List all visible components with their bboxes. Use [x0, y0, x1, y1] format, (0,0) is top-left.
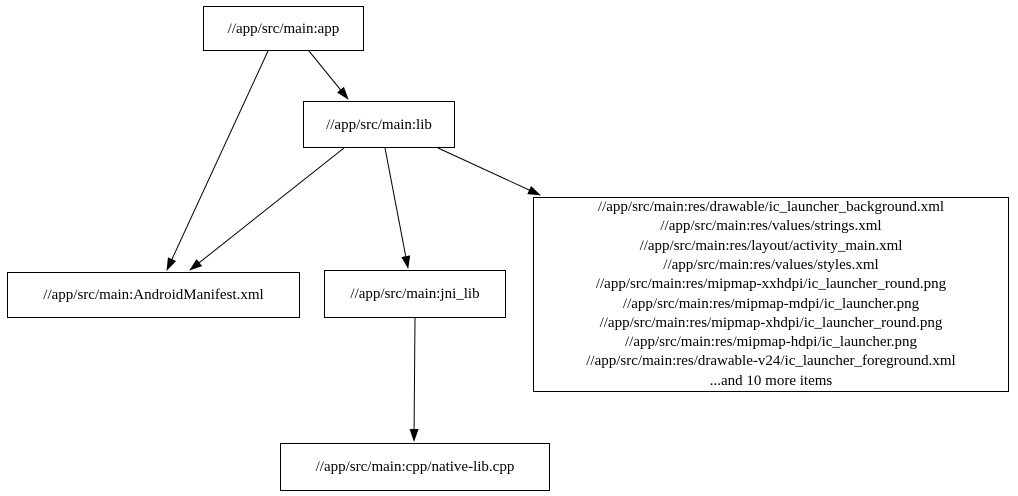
- node-android-manifest: //app/src/main:AndroidManifest.xml: [7, 272, 300, 318]
- edge-app-to-lib: [308, 50, 349, 100]
- res-more-items-note: ...and 10 more items: [709, 372, 833, 389]
- edge-lib-to-jni-lib: [384, 147, 411, 269]
- res-file-item: //app/src/main:res/values/styles.xml: [663, 256, 879, 273]
- node-lib-label: //app/src/main:lib: [326, 116, 432, 133]
- res-file-item: //app/src/main:res/values/strings.xml: [660, 218, 882, 235]
- node-native-lib-cpp: //app/src/main:cpp/native-lib.cpp: [280, 443, 550, 491]
- edge-lib-to-android-manifest: [189, 147, 345, 271]
- res-file-item: //app/src/main:res/mipmap-mdpi/ic_launch…: [622, 295, 920, 312]
- res-file-item: //app/src/main:res/layout/activity_main.…: [639, 237, 903, 254]
- node-app: //app/src/main:app: [203, 6, 364, 51]
- edge-jni-lib-to-native-lib-cpp: [409, 317, 419, 442]
- node-android-manifest-label: //app/src/main:AndroidManifest.xml: [43, 287, 264, 303]
- res-file-item: //app/src/main:res/mipmap-hdpi/ic_launch…: [624, 334, 917, 351]
- node-native-lib-cpp-label: //app/src/main:cpp/native-lib.cpp: [315, 459, 515, 475]
- res-file-item: //app/src/main:res/mipmap-xhdpi/ic_launc…: [599, 314, 943, 331]
- node-res-files: //app/src/main:res/drawable/ic_launcher_…: [533, 197, 1009, 392]
- edge-lib-to-res-group: [437, 147, 541, 196]
- res-file-item: //app/src/main:res/drawable-v24/ic_launc…: [586, 353, 956, 370]
- node-app-label: //app/src/main:app: [227, 20, 340, 37]
- edge-app-to-android-manifest: [166, 50, 269, 271]
- node-lib: //app/src/main:lib: [303, 101, 455, 148]
- res-file-item: //app/src/main:res/drawable/ic_launcher_…: [597, 199, 945, 216]
- node-jni-lib: //app/src/main:jni_lib: [324, 270, 506, 318]
- res-file-item: //app/src/main:res/mipmap-xxhdpi/ic_laun…: [595, 276, 947, 293]
- node-jni-lib-label: //app/src/main:jni_lib: [350, 286, 480, 302]
